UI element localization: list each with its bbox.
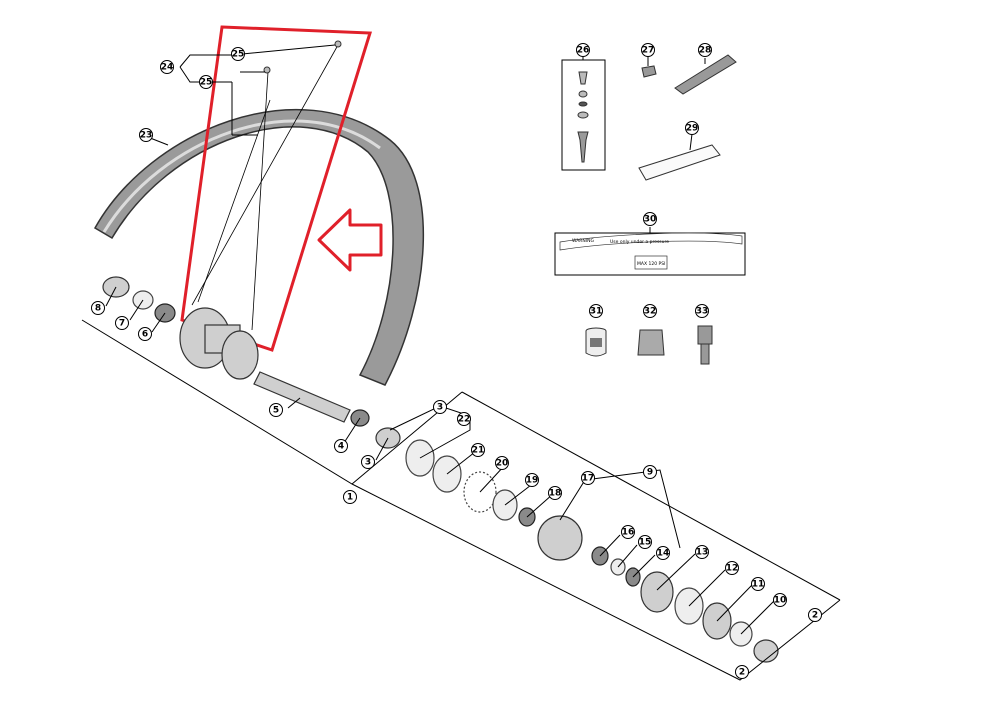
callout-14: 14: [656, 546, 670, 560]
sticker-text: WARNING Use only under a pressure MAX 12…: [572, 238, 669, 267]
callout-label: 14: [657, 549, 670, 559]
callout-8: 8: [91, 301, 105, 315]
callout-label: 4: [338, 442, 344, 452]
accessory-parts: [554, 54, 746, 365]
callout-label: 25: [200, 78, 213, 88]
callout-label: 9: [647, 468, 653, 478]
callout-30: 30: [643, 212, 657, 226]
callout-label: 5: [273, 406, 279, 416]
leader-lines: [81, 44, 841, 681]
callout-label: 10: [774, 596, 787, 606]
callout-3: 3: [433, 400, 447, 414]
callout-33: 33: [695, 304, 709, 318]
callout-18: 18: [548, 486, 562, 500]
callout-label: 26: [577, 46, 590, 56]
sticker-warning: WARNING: [572, 238, 594, 244]
callout-29: 29: [685, 121, 699, 135]
callout-label: 8: [95, 304, 101, 314]
callout-2: 2: [808, 608, 822, 622]
callout-22: 22: [457, 412, 471, 426]
callout-11: 11: [751, 577, 765, 591]
callout-label: 3: [437, 403, 443, 413]
callout-label: 27: [642, 46, 655, 56]
callout-label: 24: [161, 63, 174, 73]
callout-label: 25: [232, 50, 245, 60]
highlight-arrow: [317, 208, 383, 272]
callout-23: 23: [139, 128, 153, 142]
callout-4: 4: [334, 439, 348, 453]
callout-16: 16: [621, 525, 635, 539]
callout-26: 26: [576, 43, 590, 57]
callout-12: 12: [725, 561, 739, 575]
callout-label: 19: [526, 476, 539, 486]
callout-label: 2: [739, 668, 745, 678]
callout-25: 25: [199, 75, 213, 89]
callout-label: 6: [142, 330, 148, 340]
callout-19: 19: [525, 473, 539, 487]
callout-31: 31: [589, 304, 603, 318]
callout-27: 27: [641, 43, 655, 57]
callout-label: 17: [582, 474, 595, 484]
callout-17: 17: [581, 471, 595, 485]
callout-label: 28: [699, 46, 712, 56]
callout-label: 15: [639, 538, 652, 548]
callout-label: 22: [458, 415, 471, 425]
callout-label: 13: [696, 548, 709, 558]
callout-21: 21: [471, 443, 485, 457]
callout-label: 7: [119, 319, 125, 329]
callout-5: 5: [269, 403, 283, 417]
callout-24: 24: [160, 60, 174, 74]
callouts: 1223345678910111213141516171819202122232…: [91, 43, 822, 679]
sticker-pressure: Use only under a pressure: [610, 239, 669, 245]
callout-10: 10: [773, 593, 787, 607]
callout-25: 25: [231, 47, 245, 61]
callout-label: 18: [549, 489, 562, 499]
callout-6: 6: [138, 327, 152, 341]
callout-label: 3: [365, 458, 371, 468]
callout-label: 29: [686, 124, 699, 134]
callout-9: 9: [643, 465, 657, 479]
hub-left-parts: [102, 276, 401, 449]
callout-32: 32: [643, 304, 657, 318]
callout-label: 11: [752, 580, 765, 590]
spoke-parts: [191, 40, 342, 331]
callout-label: 33: [696, 307, 709, 317]
sticker-max: MAX 120 PSI: [637, 261, 665, 267]
callout-2: 2: [735, 665, 749, 679]
callout-label: 21: [472, 446, 485, 456]
callout-1: 1: [343, 490, 357, 504]
callout-7: 7: [115, 316, 129, 330]
callout-label: 2: [812, 611, 818, 621]
callout-3: 3: [361, 455, 375, 469]
callout-20: 20: [495, 456, 509, 470]
callout-label: 20: [496, 459, 509, 469]
callout-label: 23: [140, 131, 153, 141]
callout-label: 1: [347, 493, 353, 503]
highlight-frame: [180, 25, 373, 352]
callout-13: 13: [695, 545, 709, 559]
callout-label: 16: [622, 528, 635, 538]
rim-part: [93, 108, 425, 386]
callout-label: 32: [644, 307, 657, 317]
callout-label: 30: [644, 215, 657, 225]
callout-15: 15: [638, 535, 652, 549]
callout-28: 28: [698, 43, 712, 57]
callout-label: 31: [590, 307, 603, 317]
callout-label: 12: [726, 564, 739, 574]
